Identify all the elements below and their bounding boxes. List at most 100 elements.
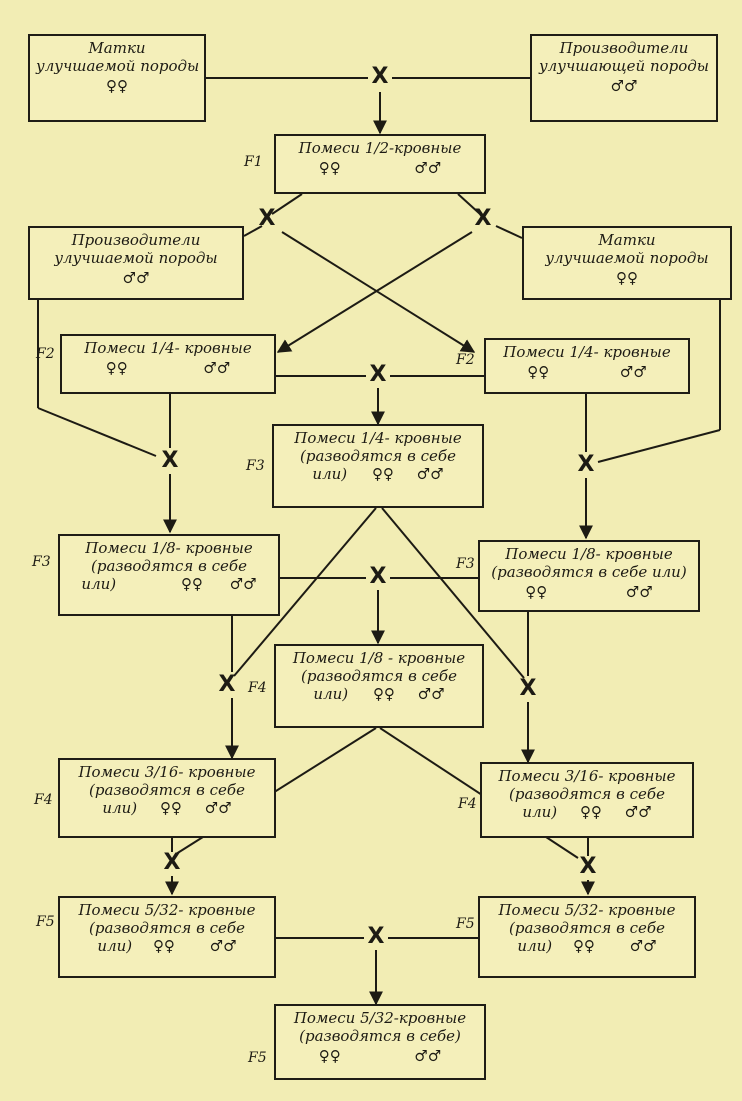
box-text: улучшаемой породы — [545, 249, 709, 267]
box-text: (разводятся в себе — [89, 919, 245, 937]
female-symbol: ♀♀ — [180, 575, 203, 593]
cross-marker: X — [218, 672, 236, 697]
male-symbol: ♂♂ — [619, 363, 647, 381]
box-text: или) — [312, 465, 348, 483]
box-f5-right: Помеси 5/32- кровные (разводятся в себе … — [478, 896, 696, 978]
box-parent-males-improved: Производители улучшаемой породы ♂♂ — [28, 226, 244, 300]
male-symbol: ♂♂ — [416, 465, 444, 483]
box-text: или) — [102, 799, 138, 817]
generation-label-f5: F5 — [456, 916, 475, 932]
box-text: улучшающей породы — [538, 57, 709, 75]
generation-label-f4: F4 — [34, 792, 53, 808]
cross-marker: X — [161, 448, 179, 473]
generation-label-f5: F5 — [36, 914, 55, 930]
box-parent-females-improved: Матки улучшаемой породы ♀♀ — [28, 34, 206, 122]
box-f3-right-eighth: Помеси 1/8- кровные (разводятся в себе и… — [478, 540, 700, 612]
generation-label-f4: F4 — [248, 680, 267, 696]
female-symbol: ♀♀ — [371, 465, 394, 483]
cross-marker: X — [369, 362, 387, 387]
box-text: (разводятся в себе — [300, 447, 456, 465]
box-text: Помеси 1/8 - кровные — [292, 649, 466, 667]
box-parent-females-improved-right: Матки улучшаемой породы ♀♀ — [522, 226, 732, 300]
box-text: (разводятся в себе — [91, 557, 247, 575]
male-symbol: ♂♂ — [414, 1047, 442, 1065]
female-symbol: ♀♀ — [105, 359, 128, 377]
box-text: Помеси 5/32- кровные — [78, 901, 256, 919]
female-symbol: ♀♀ — [527, 363, 550, 381]
cross-marker: X — [258, 206, 276, 231]
box-f4-left: Помеси 3/16- кровные (разводятся в себе … — [58, 758, 276, 838]
box-text: Производители — [559, 39, 689, 57]
male-symbol: ♂♂ — [610, 77, 638, 95]
female-symbol: ♀♀ — [152, 937, 175, 955]
male-symbol: ♂♂ — [209, 937, 237, 955]
box-text: (разводятся в себе) — [299, 1027, 461, 1045]
cross-marker: X — [367, 924, 385, 949]
male-symbol: ♂♂ — [624, 803, 652, 821]
male-symbol: ♂♂ — [204, 799, 232, 817]
generation-label-f5: F5 — [248, 1050, 267, 1066]
box-text: или) — [522, 803, 558, 821]
female-symbol: ♀♀ — [525, 583, 548, 601]
generation-label-f1: F1 — [244, 154, 263, 170]
generation-label-f4: F4 — [458, 796, 477, 812]
male-symbol: ♂♂ — [203, 359, 231, 377]
cross-marker: X — [369, 564, 387, 589]
male-symbol: ♂♂ — [414, 159, 442, 177]
cross-marker: X — [163, 850, 181, 875]
male-symbol: ♂♂ — [629, 937, 657, 955]
generation-label-f3: F3 — [32, 554, 51, 570]
box-parent-males-improving: Производители улучшающей породы ♂♂ — [530, 34, 718, 122]
box-text: улучшаемой породы — [54, 249, 218, 267]
female-symbol: ♀♀ — [616, 269, 638, 287]
female-symbol: ♀♀ — [318, 159, 341, 177]
box-text: Матки — [598, 231, 656, 249]
cross-marker: X — [579, 854, 597, 879]
male-symbol: ♂♂ — [122, 269, 150, 287]
box-text: (разводятся в себе — [509, 785, 665, 803]
box-text: Помеси 1/2-кровные — [298, 139, 462, 157]
box-f4-center: Помеси 1/8 - кровные (разводятся в себе … — [274, 644, 484, 728]
box-f3-center: Помеси 1/4- кровные (разводятся в себе и… — [272, 424, 484, 508]
female-symbol: ♀♀ — [318, 1047, 341, 1065]
box-text: Помеси 1/4- кровные — [503, 343, 671, 361]
box-f4-right: Помеси 3/16- кровные (разводятся в себе … — [480, 762, 694, 838]
generation-label-f3: F3 — [246, 458, 265, 474]
box-text: улучшаемой породы — [36, 57, 200, 75]
cross-marker: X — [577, 452, 595, 477]
box-f3-left-eighth: Помеси 1/8- кровные (разводятся в себе и… — [58, 534, 280, 616]
female-symbol: ♀♀ — [372, 685, 395, 703]
box-text: (разводятся в себе — [509, 919, 665, 937]
female-symbol: ♀♀ — [159, 799, 182, 817]
box-f5-bottom: Помеси 5/32-кровные (разводятся в себе) … — [274, 1004, 486, 1080]
box-text: (разводятся в себе — [89, 781, 245, 799]
box-text: (разводятся в себе или) — [491, 563, 687, 581]
box-f5-left: Помеси 5/32- кровные (разводятся в себе … — [58, 896, 276, 978]
box-text: Матки — [88, 39, 146, 57]
box-text: Помеси 5/32- кровные — [498, 901, 676, 919]
box-text: или) — [313, 685, 349, 703]
male-symbol: ♂♂ — [625, 583, 653, 601]
box-text: Помеси 1/4- кровные — [294, 429, 462, 447]
male-symbol: ♂♂ — [229, 575, 257, 593]
box-f2-left-quarter: Помеси 1/4- кровные ♀♀ ♂♂ — [60, 334, 276, 394]
generation-label-f2: F2 — [456, 352, 475, 368]
box-f2-right-quarter: Помеси 1/4- кровные ♀♀ ♂♂ — [484, 338, 690, 394]
box-text: (разводятся в себе — [301, 667, 457, 685]
box-text: или) — [81, 575, 117, 593]
box-text: Помеси 1/8- кровные — [505, 545, 673, 563]
box-text: Помеси 5/32-кровные — [293, 1009, 467, 1027]
cross-marker: X — [519, 676, 537, 701]
box-text: Производители — [71, 231, 201, 249]
male-symbol: ♂♂ — [417, 685, 445, 703]
box-text: Помеси 3/16- кровные — [78, 763, 256, 781]
female-symbol: ♀♀ — [106, 77, 128, 95]
box-text: или) — [97, 937, 133, 955]
cross-marker: X — [474, 206, 492, 231]
cross-marker: X — [371, 64, 389, 89]
box-text: или) — [517, 937, 553, 955]
female-symbol: ♀♀ — [579, 803, 602, 821]
generation-label-f2: F2 — [36, 346, 55, 362]
